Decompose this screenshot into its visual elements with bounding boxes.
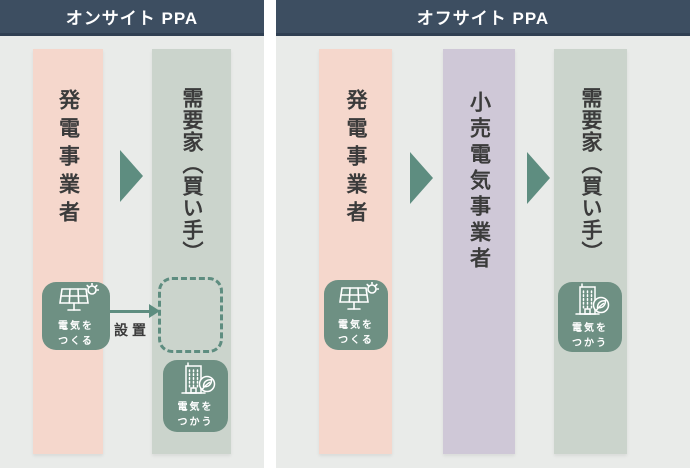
offsite-ppa-panel: オフサイト PPA 発電事業者 小売電気事業者 需要家（買い手） [276,0,690,468]
use-electricity-badge: 電気を つかう [558,282,622,352]
make-badge-label-line2: つくる [338,335,374,346]
offsite-consumer-label: 需要家（買い手） [579,87,602,263]
building-leaf-icon [180,362,215,394]
solar-panel-icon [59,283,99,311]
make-badge-label-line2: つくる [58,336,94,347]
offsite-retailer-column: 小売電気事業者 [443,49,515,454]
flow-arrow-icon [527,152,550,204]
install-label: 設置 [114,322,150,338]
make-badge-label-line1: 電気を [338,320,374,331]
use-badge-label-line1: 電気を [177,402,214,413]
placeholder-dashed-box [158,277,223,353]
make-badge-label-line1: 電気を [58,321,94,332]
use-badge-label-line1: 電気を [572,323,608,334]
use-electricity-badge: 電気を つかう [163,360,228,432]
use-badge-label-line2: つかう [572,338,608,349]
install-arrow [110,310,151,313]
offsite-panel-title: オフサイト PPA [416,9,550,28]
make-electricity-badge: 電気を つくる [324,280,388,350]
onsite-consumer-label: 需要家（買い手） [180,87,203,263]
offsite-retailer-label: 小売電気事業者 [467,91,491,273]
onsite-panel-body: 発電事業者 需要家（買い手） 電気を つくる 設置 [0,36,264,468]
flow-arrow-icon [410,152,433,204]
make-electricity-badge: 電気を つくる [42,282,110,350]
offsite-producer-label: 発電事業者 [344,89,367,229]
onsite-ppa-panel: オンサイト PPA 発電事業者 需要家（買い手） 電気を つくる [0,0,264,468]
onsite-panel-header: オンサイト PPA [0,0,264,36]
solar-panel-icon [339,282,379,310]
offsite-panel-header: オフサイト PPA [276,0,690,36]
offsite-panel-body: 発電事業者 小売電気事業者 需要家（買い手） 電気を つくる [276,36,690,468]
use-badge-label-line2: つかう [177,417,214,428]
onsite-producer-label: 発電事業者 [56,89,80,229]
onsite-panel-title: オンサイト PPA [65,9,199,28]
offsite-producer-column: 発電事業者 [319,49,392,454]
install-arrowhead-icon [149,304,160,318]
flow-arrow-icon [120,150,143,202]
onsite-producer-column: 発電事業者 [33,49,103,454]
building-leaf-icon [575,283,610,315]
offsite-consumer-column: 需要家（買い手） [554,49,627,454]
